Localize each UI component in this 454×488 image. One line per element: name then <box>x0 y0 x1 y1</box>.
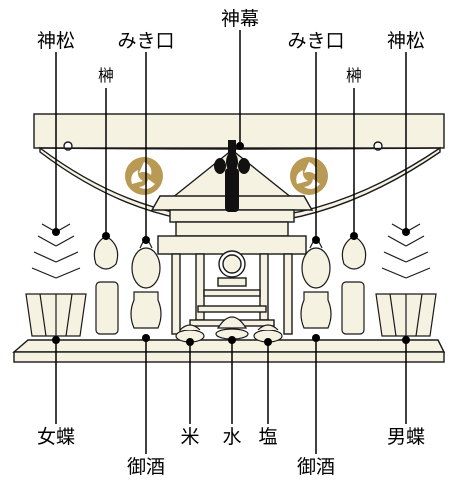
sakaki-left <box>93 235 119 335</box>
label-miki-guchi-right: みき口 <box>287 30 345 52</box>
label-mizu: 水 <box>222 426 242 448</box>
sakaki-right <box>341 235 367 335</box>
pine-right <box>375 223 437 337</box>
label-miki-guchi-left: みき口 <box>117 30 175 52</box>
label-sakaki-right: 榊 <box>345 66 363 85</box>
label-omiki-left: 御酒 <box>126 456 166 478</box>
label-omiki-right: 御酒 <box>296 456 336 478</box>
label-kami-matsu-left: 神松 <box>36 30 76 52</box>
leader-dots <box>52 142 410 346</box>
label-kome: 米 <box>180 426 200 448</box>
label-ocho: 男蝶 <box>386 426 426 448</box>
tassel <box>214 140 250 212</box>
shrine <box>150 149 314 335</box>
label-kami-matsu-right: 神松 <box>386 30 426 52</box>
label-shinmaku: 神幕 <box>220 8 260 30</box>
mirror-icon <box>217 250 247 287</box>
label-shio: 塩 <box>258 426 278 448</box>
sake-bottle-right <box>300 234 332 329</box>
offering-dishes <box>175 316 283 343</box>
sake-bottle-left <box>130 234 162 329</box>
curtain <box>39 146 441 225</box>
leader-lines <box>55 30 407 454</box>
pine-left <box>25 223 87 337</box>
label-sakaki-left: 榊 <box>97 66 115 85</box>
base-platform <box>12 339 446 363</box>
label-mecho: 女蝶 <box>36 426 76 448</box>
